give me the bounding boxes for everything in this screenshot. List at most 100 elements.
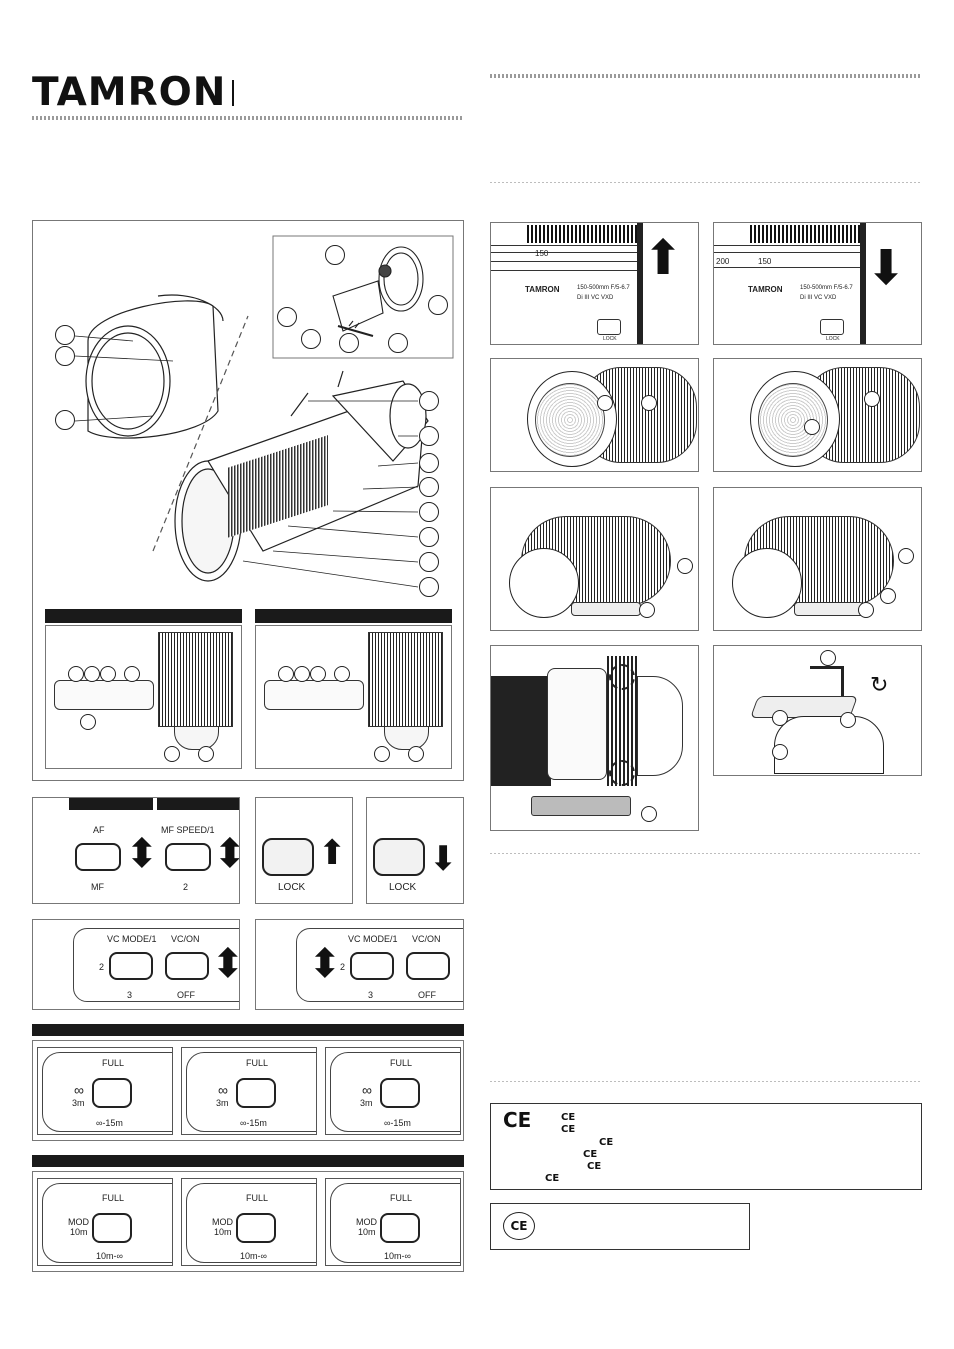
focus-limiter-tile: FULL∞3m∞-15m: [325, 1047, 461, 1135]
divider-right-3: [490, 1081, 922, 1082]
callout-hood-1: [804, 419, 820, 435]
tripod-foot: [571, 602, 641, 616]
up-down-arrow-icon: ⬍: [125, 832, 159, 876]
tripod-foot: [794, 602, 864, 616]
full-label: FULL: [102, 1193, 125, 1203]
ten-m-label: 10m: [214, 1227, 232, 1237]
callout-7: [419, 477, 439, 497]
callout-3: [55, 410, 75, 430]
lock-switch[interactable]: [262, 838, 314, 876]
range-label: ∞-15m: [384, 1118, 411, 1128]
zoom-index-line: [491, 261, 641, 271]
callout-mount-a: [898, 548, 914, 564]
focus-limiter-switch[interactable]: [380, 1213, 420, 1243]
callout-mount-b: [639, 602, 655, 618]
detail-circle-bottom: [609, 760, 635, 786]
vc-panel-right: ⬍ VC MODE/1 VC/ON 2 3 OFF: [255, 919, 464, 1010]
lens-model-line1: 150-500mm F/5-6.7: [800, 285, 853, 291]
vc-switch-plate: [73, 928, 239, 1002]
zoom-lock-150-panel: 150 TAMRON 150-500mm F/5-6.7 Di III VC V…: [490, 222, 699, 345]
switch-callout-2: [294, 666, 310, 682]
zoom-lock-switch[interactable]: [597, 319, 621, 335]
vc-off-label: OFF: [418, 990, 436, 1000]
switch-callout-1: [68, 666, 84, 682]
ce-mark-small: CE: [561, 1124, 576, 1135]
limiter-plate: [186, 1183, 316, 1263]
switch-callout-6: [164, 746, 180, 762]
lens-body-side: [158, 632, 233, 727]
lens-parts-drawing: [74, 235, 454, 588]
mf-speed-label: MF SPEED/1: [161, 825, 215, 835]
switch-callout-1: [278, 666, 294, 682]
af-mf-switch[interactable]: [75, 843, 121, 871]
subpanel-header-left: [45, 609, 242, 623]
ce-mark-small: CE: [599, 1137, 614, 1148]
vc-on-switch[interactable]: [406, 952, 450, 980]
switch-panel-right: [255, 625, 452, 769]
lens-body-dark: [491, 676, 551, 786]
mf-speed-switch[interactable]: [165, 843, 211, 871]
focal-150-label: 150: [758, 257, 772, 266]
ten-m-label: 10m: [358, 1227, 376, 1237]
vc-mode-3-label: 3: [127, 990, 133, 1000]
divider-right-2: [490, 853, 922, 854]
focal-150-label: 150: [535, 249, 549, 258]
callout-mount-6: [388, 333, 408, 353]
mod-label: MOD: [212, 1217, 233, 1227]
vc-mode-switch[interactable]: [350, 952, 394, 980]
near-label: 3m: [72, 1098, 85, 1108]
callout-mount-2: [428, 295, 448, 315]
lens-brand: TAMRON: [525, 285, 560, 294]
detail-circle-top: [609, 664, 635, 690]
hex-wrench-panel: ↻: [713, 645, 922, 776]
callout-mount-4: [301, 329, 321, 349]
tripod-mount-rotate-panel: [713, 487, 922, 631]
lens-body-bottom: [174, 726, 219, 750]
hood-reverse-panel: [713, 358, 922, 472]
callout-4: [419, 391, 439, 411]
callout-2: [55, 346, 75, 366]
vc-mode-switch[interactable]: [109, 952, 153, 980]
af-label: AF: [93, 825, 105, 835]
af-header-bar: [69, 798, 153, 810]
range-label: 10m-∞: [96, 1251, 123, 1261]
focus-limiter-switch[interactable]: [92, 1078, 132, 1108]
ce-declaration-box: CE CE CE CE CE CE CE: [490, 1103, 922, 1190]
switch-callout-4: [334, 666, 350, 682]
divider-right-1: [490, 182, 922, 183]
callout-wrench-2: [772, 710, 788, 726]
callout-8: [419, 502, 439, 522]
focus-limiter-switch[interactable]: [236, 1078, 276, 1108]
switch-panel-left: [45, 625, 242, 769]
focus-limiter-switch[interactable]: [380, 1078, 420, 1108]
header-rule-left: [32, 116, 464, 120]
infinity-label: ∞: [218, 1082, 228, 1098]
callout-mount-b: [880, 588, 896, 604]
range-label: 10m-∞: [384, 1251, 411, 1261]
mod-label: MOD: [68, 1217, 89, 1227]
callout-hood-1: [597, 395, 613, 411]
ce-mark-large: CE: [503, 1108, 532, 1132]
limiter-plate: [330, 1183, 460, 1263]
hex-wrench: [810, 666, 844, 710]
ce-circle-box: CE: [490, 1203, 750, 1250]
lock-label: LOCK: [389, 882, 417, 893]
switch-callout-4: [124, 666, 140, 682]
range-label: ∞-15m: [96, 1118, 123, 1128]
lens-front: [509, 548, 579, 618]
focus-limiter-switch[interactable]: [236, 1213, 276, 1243]
zoom-lock-label: LOCK: [826, 336, 840, 342]
focus-limiter-switch[interactable]: [92, 1213, 132, 1243]
tamron-logo: TAMRON: [32, 70, 227, 115]
hood-attach-panel: [490, 358, 699, 472]
lock-switch[interactable]: [373, 838, 425, 876]
zoom-lock-switch[interactable]: [820, 319, 844, 335]
vc-panel-left: VC MODE/1 VC/ON 2 3 OFF ⬍: [32, 919, 240, 1010]
callout-mount-3: [277, 307, 297, 327]
callout-hood-2: [641, 395, 657, 411]
vc-on-switch[interactable]: [165, 952, 209, 980]
vc-mode-2-label: 2: [99, 962, 105, 972]
switch-plate: [547, 668, 607, 780]
